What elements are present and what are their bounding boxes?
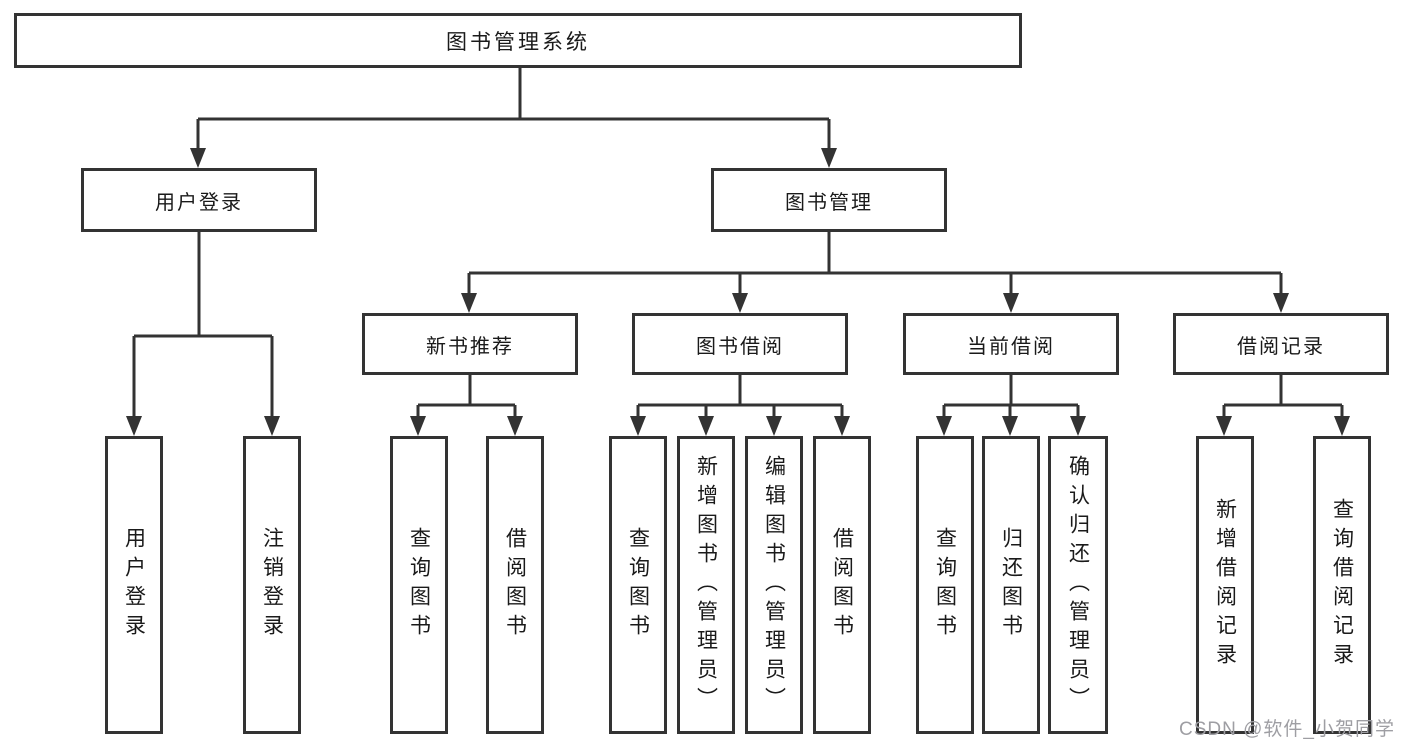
leaf-confirm-return-admin-label: 确认归还（管理员） [1066,454,1090,716]
node-book-borrowing: 图书借阅 [632,313,848,375]
leaf-query-books-current-label: 查询图书 [933,527,957,643]
node-current-borrowing-label: 当前借阅 [967,335,1055,358]
leaf-user-login: 用户登录 [105,436,163,734]
leaf-query-books-newbook: 查询图书 [390,436,448,734]
leaf-user-login-label: 用户登录 [122,527,146,643]
leaf-query-books-borrowing: 查询图书 [609,436,667,734]
node-new-book-recommend: 新书推荐 [362,313,578,375]
leaf-query-borrow-record: 查询借阅记录 [1313,436,1371,734]
node-new-book-recommend-label: 新书推荐 [426,335,514,358]
leaf-query-books-current: 查询图书 [916,436,974,734]
node-root-system: 图书管理系统 [14,13,1022,68]
leaf-edit-book-admin: 编辑图书（管理员） [745,436,803,734]
node-book-management-branch: 图书管理 [711,168,947,232]
leaf-return-book-label: 归还图书 [999,527,1023,643]
leaf-add-borrow-record-label: 新增借阅记录 [1213,498,1237,672]
node-book-borrowing-label: 图书借阅 [696,335,784,358]
node-root-system-label: 图书管理系统 [446,30,590,54]
csdn-watermark: CSDN @软件_小贺同学 [1179,719,1395,740]
leaf-add-borrow-record: 新增借阅记录 [1196,436,1254,734]
leaf-logout-label: 注销登录 [260,527,284,643]
leaf-query-books-borrowing-label: 查询图书 [626,527,650,643]
node-borrow-records-label: 借阅记录 [1237,335,1325,358]
arrowheads [126,148,1350,436]
leaf-return-book: 归还图书 [982,436,1040,734]
node-user-login-branch-label: 用户登录 [155,191,243,214]
leaf-logout: 注销登录 [243,436,301,734]
leaf-borrow-books-borrowing-label: 借阅图书 [830,527,854,643]
node-current-borrowing: 当前借阅 [903,313,1119,375]
node-book-management-branch-label: 图书管理 [785,191,873,214]
leaf-borrow-books-newbook-label: 借阅图书 [503,527,527,643]
leaf-query-borrow-record-label: 查询借阅记录 [1330,498,1354,672]
node-user-login-branch: 用户登录 [81,168,317,232]
node-borrow-records: 借阅记录 [1173,313,1389,375]
leaf-edit-book-admin-label: 编辑图书（管理员） [762,454,786,716]
leaf-query-books-newbook-label: 查询图书 [407,527,431,643]
leaf-add-book-admin: 新增图书（管理员） [677,436,735,734]
leaf-add-book-admin-label: 新增图书（管理员） [694,454,718,716]
leaf-borrow-books-newbook: 借阅图书 [486,436,544,734]
leaf-borrow-books-borrowing: 借阅图书 [813,436,871,734]
leaf-confirm-return-admin: 确认归还（管理员） [1048,436,1108,734]
